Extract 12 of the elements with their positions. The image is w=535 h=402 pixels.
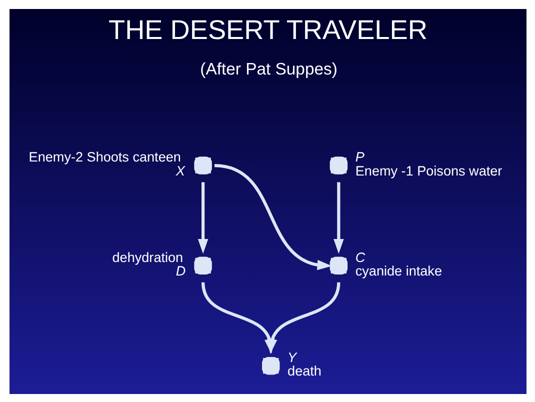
node-label: P (354, 149, 364, 164)
label: (After Pat Suppes) (200, 59, 337, 78)
node-label: dehydration (112, 249, 183, 264)
node-label: Y (287, 350, 296, 365)
node-label: X (175, 162, 184, 178)
node-label: death (287, 363, 321, 378)
diagram-title: THE DESERT TRAVELER (108, 14, 427, 45)
node-label: D (175, 262, 186, 278)
node-label: cyanide intake (354, 262, 442, 278)
node-label: Enemy -1 Poisons water (354, 162, 502, 178)
node-label: Enemy-2 Shoots canteen (28, 149, 180, 164)
node-label: C (354, 249, 365, 264)
